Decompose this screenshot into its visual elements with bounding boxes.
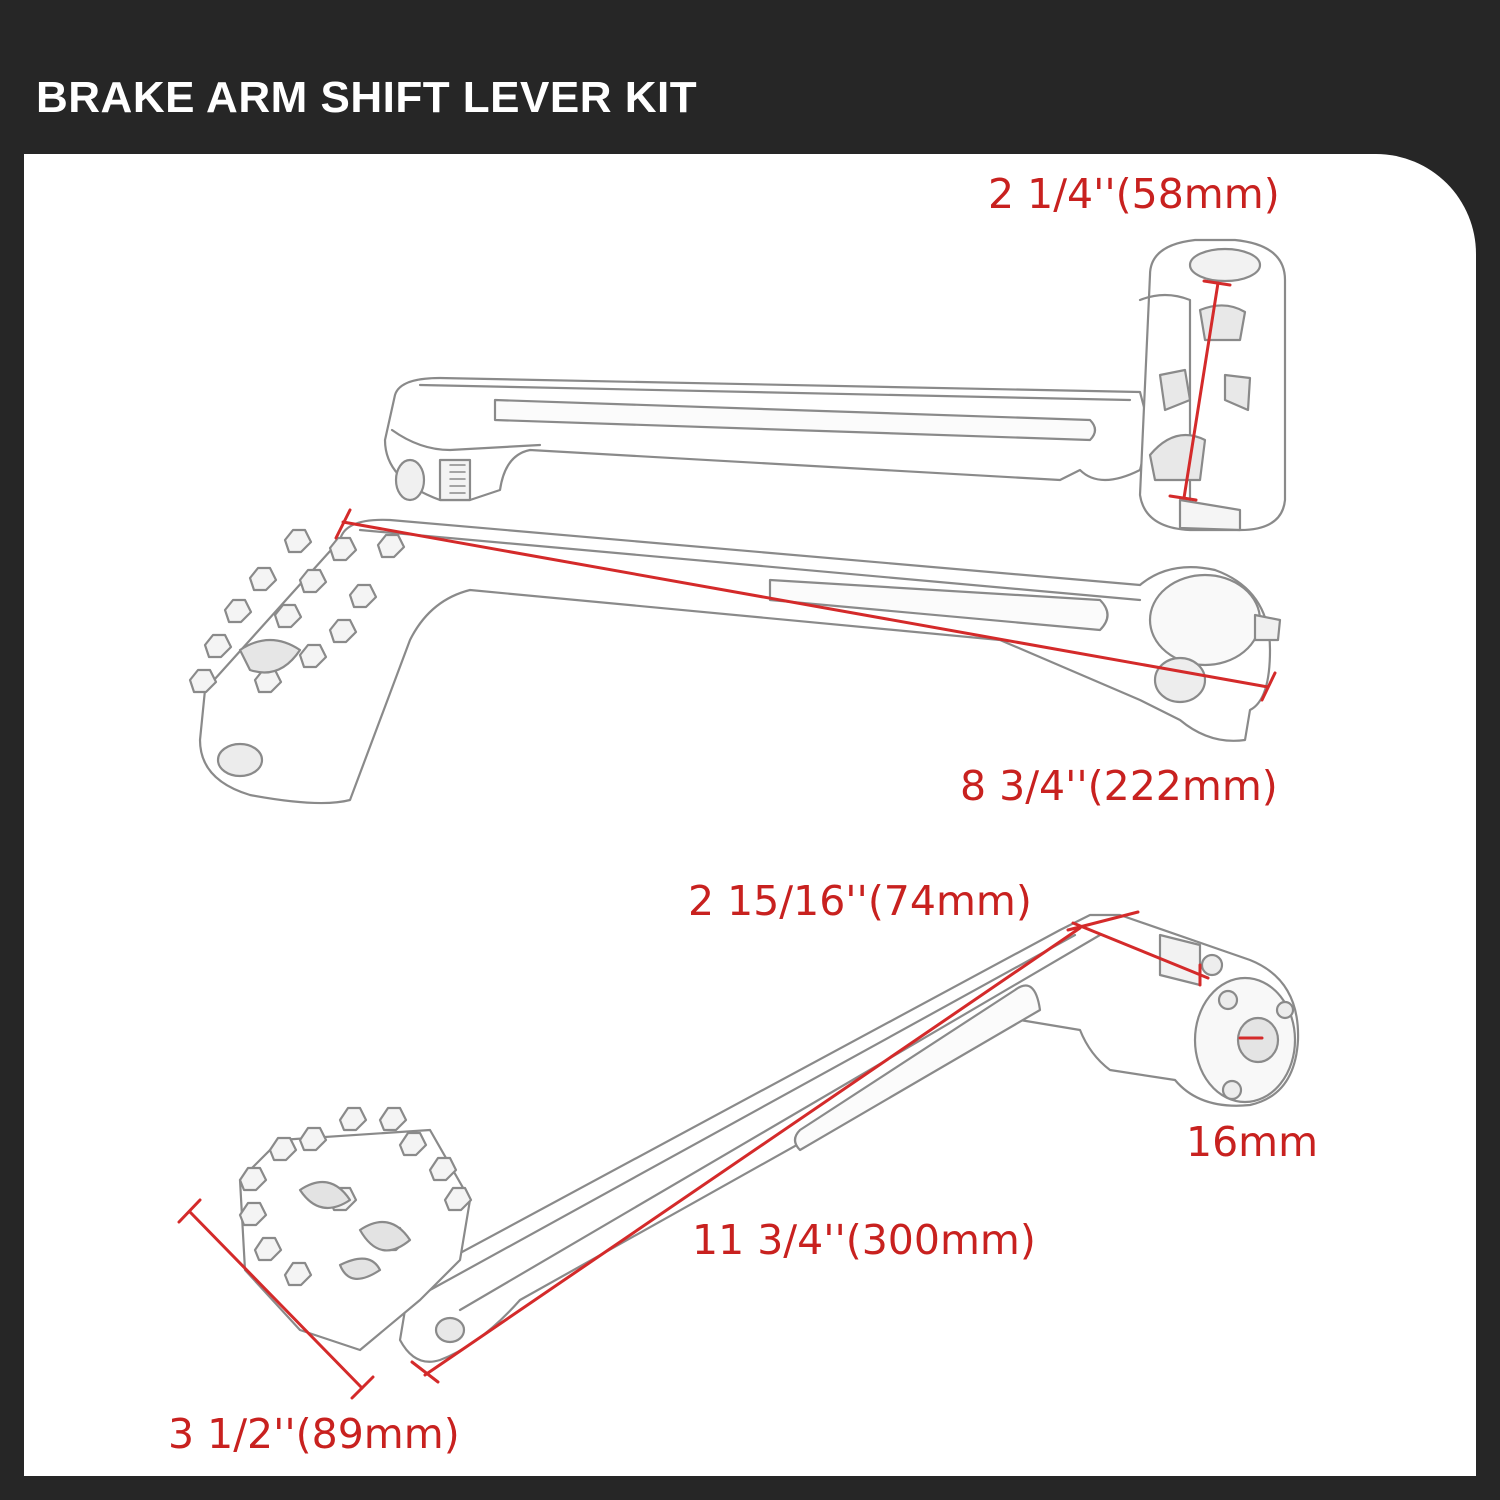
shift-lever bbox=[238, 913, 1300, 1363]
dimension-shift-lever-bore: 16mm bbox=[1186, 1118, 1319, 1166]
dimension-line-brake-height bbox=[1168, 279, 1232, 502]
dimension-line-peg-width bbox=[177, 1198, 375, 1400]
dimension-brake-arm-length: 8 3/4''(222mm) bbox=[960, 762, 1278, 810]
dimension-line-brake-length bbox=[334, 508, 1277, 702]
dimension-shift-lever-hub: 2 15/16''(74mm) bbox=[688, 877, 1032, 925]
dimension-brake-arm-height: 2 1/4''(58mm) bbox=[988, 170, 1280, 218]
dimension-line-shift-length bbox=[410, 926, 1082, 1384]
dimension-shift-lever-length: 11 3/4''(300mm) bbox=[692, 1216, 1036, 1264]
dimension-peg-width: 3 1/2''(89mm) bbox=[168, 1410, 460, 1458]
page-title: BRAKE ARM SHIFT LEVER KIT bbox=[36, 73, 698, 122]
brake-arm-upper bbox=[383, 238, 1287, 532]
